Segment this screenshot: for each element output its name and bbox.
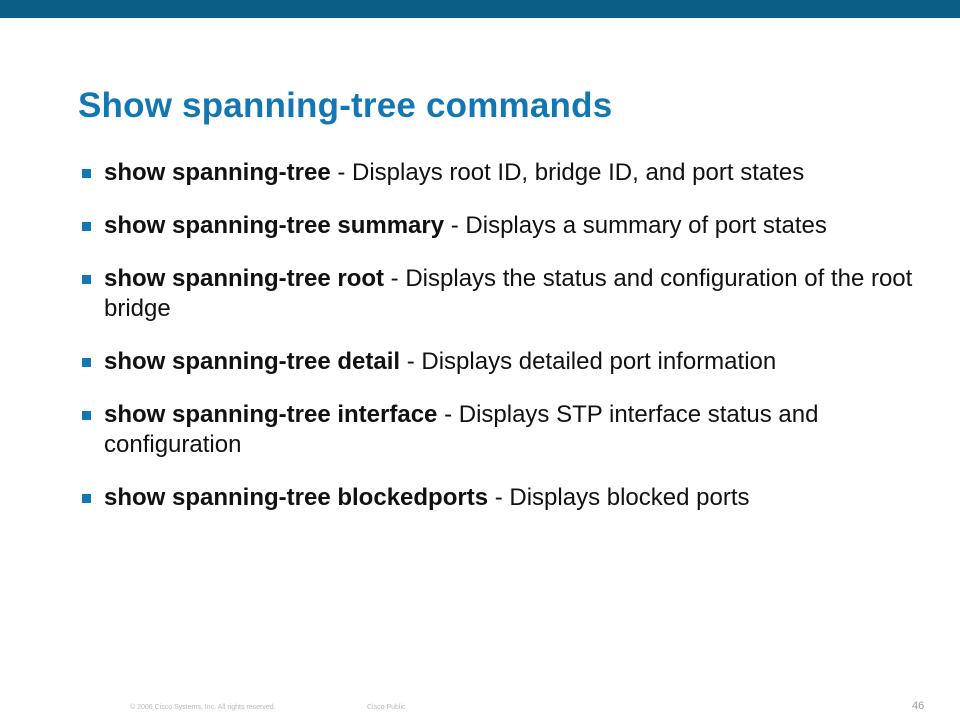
command-name: show spanning-tree interface [104, 401, 438, 428]
list-item: show spanning-tree root - Displays the s… [80, 264, 920, 324]
separator: - [444, 212, 466, 239]
command-list: show spanning-tree - Displays root ID, b… [80, 158, 920, 536]
list-item: show spanning-tree blockedports - Displa… [80, 483, 920, 513]
slide-title: Show spanning-tree commands [78, 86, 613, 125]
command-description: Displays detailed port information [421, 348, 777, 375]
command-name: show spanning-tree detail [104, 348, 401, 375]
separator: - [437, 401, 459, 428]
footer-copyright: © 2006 Cisco Systems, Inc. All rights re… [130, 704, 276, 711]
page-number: 46 [912, 700, 925, 712]
command-description: Displays blocked ports [509, 484, 750, 511]
command-description: Displays a summary of port states [465, 212, 827, 239]
square-bullet-icon [82, 169, 91, 178]
list-item: show spanning-tree - Displays root ID, b… [80, 158, 920, 188]
command-name: show spanning-tree blockedports [104, 484, 489, 511]
command-name: show spanning-tree summary [104, 212, 445, 239]
top-banner [0, 0, 960, 18]
separator: - [384, 265, 406, 292]
command-description: Displays root ID, bridge ID, and port st… [352, 159, 805, 186]
separator: - [330, 159, 353, 186]
command-name: show spanning-tree [104, 159, 331, 186]
list-item: show spanning-tree summary - Displays a … [80, 211, 920, 241]
command-description: Displays STP interface status and config… [104, 401, 819, 458]
list-item: show spanning-tree detail - Displays det… [80, 347, 920, 377]
footer-classification: Cisco Public [367, 704, 406, 711]
list-item: show spanning-tree interface - Displays … [80, 400, 920, 460]
square-bullet-icon [82, 494, 91, 503]
command-name: show spanning-tree root [104, 265, 385, 292]
command-description: Displays the status and configuration of… [104, 265, 913, 322]
separator: - [400, 348, 422, 375]
separator: - [488, 484, 510, 511]
square-bullet-icon [82, 358, 91, 367]
square-bullet-icon [82, 275, 91, 284]
square-bullet-icon [82, 222, 91, 231]
square-bullet-icon [82, 411, 91, 420]
